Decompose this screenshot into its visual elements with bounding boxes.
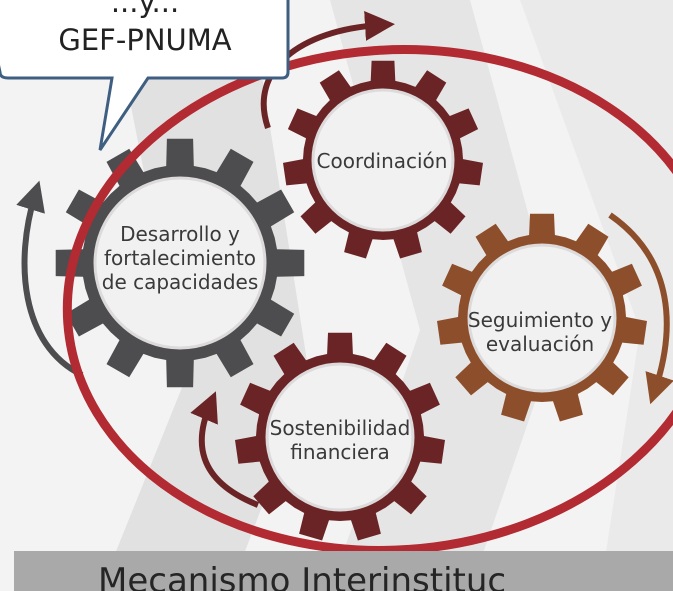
label-seguimiento: Seguimiento y evaluación bbox=[450, 308, 630, 356]
label-coordinacion: Coordinación bbox=[292, 149, 472, 173]
gear-seguimiento-face bbox=[467, 243, 617, 393]
callout-line-1: ...y... bbox=[110, 0, 180, 19]
label-sostenibilidad-line-1: Sostenibilidad bbox=[269, 416, 411, 440]
gear-desarrollo-face bbox=[93, 176, 267, 350]
gear-coordinacion-face bbox=[311, 88, 455, 232]
label-seguimiento-line-2: evaluación bbox=[485, 332, 595, 356]
callout-bubble bbox=[0, 0, 290, 151]
callout-text: ...y... GEF-PNUMA bbox=[10, 0, 280, 86]
gear-sostenibilidad-face bbox=[265, 362, 415, 512]
label-sostenibilidad: Sostenibilidad financiera bbox=[250, 416, 430, 464]
label-desarrollo-line-3: de capacidades bbox=[101, 270, 259, 294]
callout-line-2: GEF-PNUMA bbox=[58, 23, 232, 57]
label-desarrollo-line-2: fortalecimiento bbox=[103, 246, 257, 270]
gear-sostenibilidad bbox=[235, 332, 445, 541]
gear-desarrollo bbox=[55, 138, 305, 388]
cycle-arrow-bottom bbox=[190, 391, 260, 508]
cycle-arrow-right bbox=[608, 212, 673, 405]
gear-seguimiento bbox=[437, 213, 647, 422]
gear-coordinacion bbox=[283, 60, 483, 259]
label-seguimiento-line-1: Seguimiento y bbox=[467, 308, 613, 332]
footer-bar: Mecanismo Interinstituc bbox=[14, 551, 673, 591]
label-desarrollo-line-1: Desarrollo y bbox=[120, 222, 240, 246]
cycle-arrow-left bbox=[16, 180, 84, 378]
label-sostenibilidad-line-2: financiera bbox=[290, 440, 390, 464]
label-desarrollo: Desarrollo y fortalecimiento de capacida… bbox=[90, 222, 270, 294]
label-coordinacion-line-1: Coordinación bbox=[316, 149, 448, 173]
highlight-ellipse bbox=[62, 45, 673, 555]
footer-text: Mecanismo Interinstituc bbox=[98, 561, 507, 591]
